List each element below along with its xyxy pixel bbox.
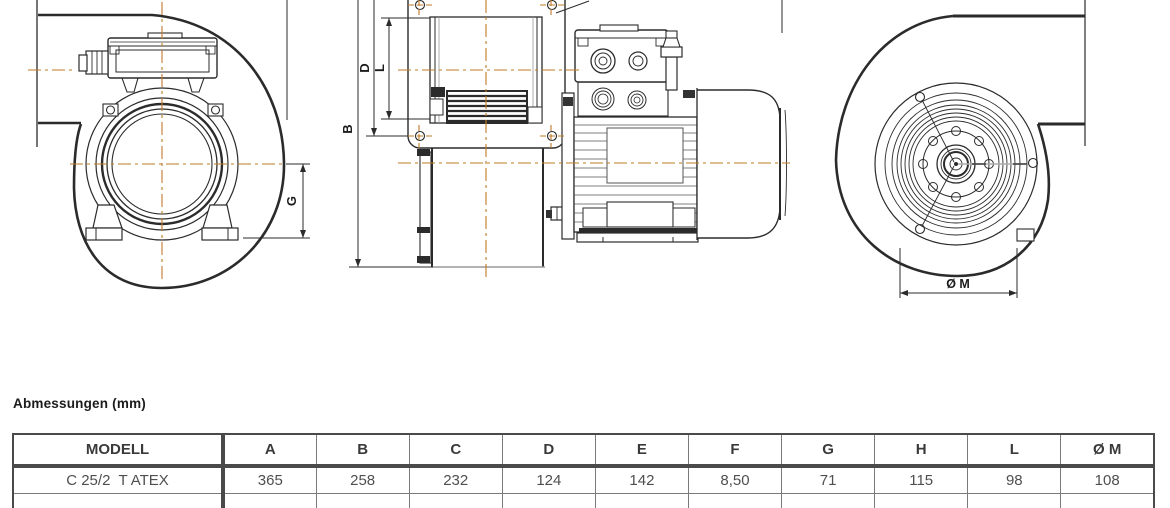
cell-c: 232 — [409, 466, 502, 494]
header-e: E — [595, 434, 688, 466]
dim-label-d: D — [357, 63, 372, 72]
dim-label-l: L — [372, 64, 387, 72]
header-g: G — [782, 434, 875, 466]
fan-cover — [697, 90, 780, 238]
fan-drawing-svg: G — [0, 0, 1170, 392]
cell-a: 365 — [223, 466, 316, 494]
header-om: Ø M — [1061, 434, 1154, 466]
technical-drawing: G — [0, 0, 1170, 392]
table-row: C 25/2 T ATEX 365 258 232 124 142 8,50 7… — [13, 466, 1154, 494]
header-modell: MODELL — [13, 434, 223, 466]
dim-label-g: G — [284, 196, 299, 206]
cell-f: 8,50 — [688, 466, 781, 494]
header-d: D — [502, 434, 595, 466]
header-c: C — [409, 434, 502, 466]
cell-om: 108 — [1061, 466, 1154, 494]
header-f: F — [688, 434, 781, 466]
cell-d: 124 — [502, 466, 595, 494]
terminal-box — [79, 33, 217, 92]
table-row-clipped — [13, 494, 1154, 508]
header-b: B — [316, 434, 409, 466]
dimension-om: Ø M — [900, 248, 1017, 298]
dim-label-b: B — [340, 124, 355, 133]
cable-gland — [79, 51, 108, 74]
dimension-g: G — [243, 164, 310, 238]
header-a: A — [223, 434, 316, 466]
cell-b: 258 — [316, 466, 409, 494]
table-header-row: MODELL A B C D E F G H L Ø M — [13, 434, 1154, 466]
cell-g: 71 — [782, 466, 875, 494]
cell-e: 142 — [595, 466, 688, 494]
fan-back-view: Ø M — [836, 0, 1085, 298]
dimensions-table: MODELL A B C D E F G H L Ø M C 25/2 T AT… — [12, 433, 1155, 508]
cell-modell: C 25/2 T ATEX — [13, 466, 223, 494]
motor-terminal-box — [575, 25, 668, 116]
fan-side-view: B D L — [340, 0, 787, 267]
cell-h: 115 — [875, 466, 968, 494]
dim-label-om: Ø M — [946, 277, 970, 291]
header-h: H — [875, 434, 968, 466]
header-l: L — [968, 434, 1061, 466]
section-title: Abmessungen (mm) — [13, 396, 146, 411]
motor — [562, 25, 787, 242]
nameplate — [607, 128, 683, 183]
cell-l: 98 — [968, 466, 1061, 494]
fan-front-view: G — [37, 0, 310, 288]
